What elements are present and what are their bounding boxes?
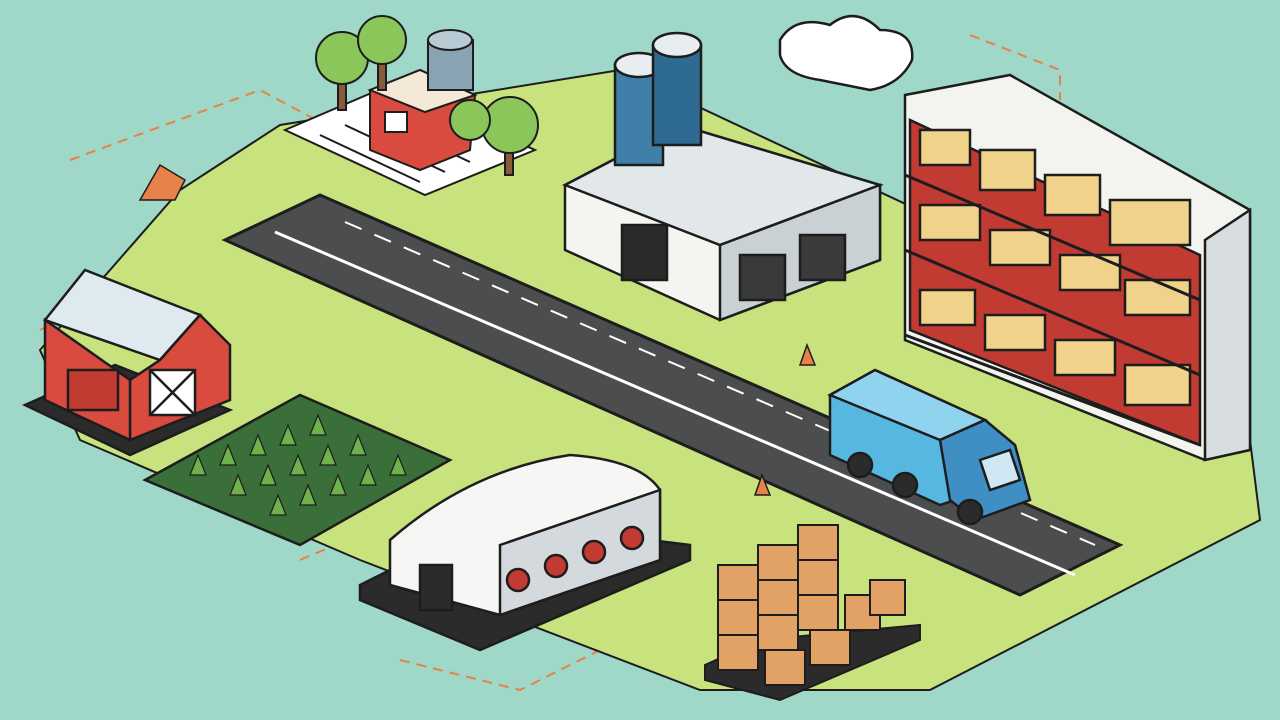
crop-field bbox=[142, 393, 453, 547]
cold-storage-warehouse bbox=[358, 453, 692, 652]
traffic-cones bbox=[138, 163, 817, 496]
truck bbox=[827, 368, 1032, 526]
barn bbox=[22, 268, 234, 457]
water-tank bbox=[427, 29, 474, 91]
farm-trees bbox=[315, 15, 539, 176]
cardboard-boxes bbox=[704, 524, 921, 702]
store-shelf bbox=[903, 73, 1252, 462]
farmhouse bbox=[367, 68, 478, 172]
silos bbox=[613, 31, 703, 167]
cloud bbox=[778, 15, 914, 92]
